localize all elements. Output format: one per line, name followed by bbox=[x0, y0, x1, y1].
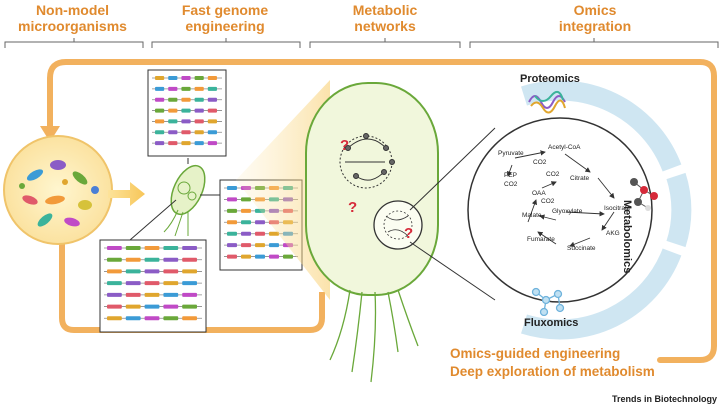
fluxomics-label: Fluxomics bbox=[524, 317, 579, 329]
genome-box-top bbox=[147, 69, 227, 157]
question-mark-1: ? bbox=[340, 137, 349, 154]
pathway-circle bbox=[467, 117, 653, 303]
journal-credit: Trends in Biotechnology bbox=[612, 394, 718, 404]
footer-line-deep-exploration: Deep exploration of metabolism bbox=[450, 364, 655, 379]
label-pyruvate: Pyruvate bbox=[498, 150, 524, 157]
yellow-arrow bbox=[108, 182, 145, 206]
genome-box-bottom bbox=[99, 239, 207, 333]
label-acetyl-coa: Acetyl-CoA bbox=[548, 144, 581, 151]
metabolite-molecule-icon bbox=[630, 178, 658, 211]
label-fumarate: Fumarate bbox=[527, 236, 555, 243]
zoom-line-top bbox=[409, 127, 496, 211]
network-zoom-circle bbox=[373, 200, 423, 250]
header-non-model-microorganisms: Non-model microorganisms bbox=[0, 2, 145, 34]
header-metabolic-networks: Metabolic networks bbox=[310, 2, 460, 34]
flux-network-icon bbox=[531, 287, 565, 316]
label-akg: AKG bbox=[606, 230, 620, 237]
label-malate: Malate bbox=[522, 212, 542, 219]
header-braces bbox=[4, 38, 719, 48]
label-co2-a: CO2 bbox=[533, 159, 547, 166]
microorganism-culture bbox=[3, 135, 113, 245]
label-pep: PEP bbox=[504, 172, 518, 179]
header-non-model-line1: Non-model bbox=[35, 2, 110, 18]
pathway-arrows bbox=[507, 150, 615, 247]
header-omics-line2: integration bbox=[558, 18, 632, 34]
label-oaa: OAA bbox=[532, 190, 546, 197]
large-cell: ? ? ? bbox=[305, 82, 439, 383]
header-metabolic-line2: networks bbox=[354, 18, 416, 34]
connector-left bbox=[129, 199, 177, 241]
orange-loop-arrowhead bbox=[40, 126, 60, 142]
label-glyoxylate: Glyoxylate bbox=[552, 208, 583, 215]
zoom-cone bbox=[236, 80, 330, 300]
brace-3 bbox=[309, 38, 461, 48]
question-mark-3: ? bbox=[404, 225, 413, 242]
label-succinate: Succinate bbox=[567, 245, 596, 252]
brace-2 bbox=[151, 38, 301, 48]
header-non-model-line2: microorganisms bbox=[18, 18, 127, 34]
header-metabolic-line1: Metabolic bbox=[352, 2, 418, 18]
footer-line-omics-guided: Omics-guided engineering bbox=[450, 346, 621, 361]
brace-4 bbox=[469, 38, 719, 48]
proteomics-label: Proteomics bbox=[520, 73, 580, 85]
header-genome-line1: Fast genome bbox=[181, 2, 269, 18]
header-genome-line2: engineering bbox=[185, 18, 265, 34]
network-top bbox=[339, 133, 395, 189]
small-cell bbox=[163, 164, 206, 237]
question-mark-2: ? bbox=[348, 199, 357, 216]
label-citrate: Citrate bbox=[570, 175, 590, 182]
header-omics-integration: Omics integration bbox=[470, 2, 720, 34]
brace-1 bbox=[4, 38, 144, 48]
header-omics-line1: Omics bbox=[573, 2, 617, 18]
omics-arcs bbox=[521, 80, 692, 340]
label-isocitrate: Isocitrate bbox=[604, 205, 631, 212]
label-co2-b: CO2 bbox=[546, 171, 560, 178]
protein-structure-icon bbox=[528, 90, 566, 114]
header-fast-genome-engineering: Fast genome engineering bbox=[150, 2, 300, 34]
label-co2-d: CO2 bbox=[541, 198, 555, 205]
zoom-line-bottom bbox=[409, 241, 496, 301]
label-co2-c: CO2 bbox=[504, 181, 518, 188]
orange-cycle-loop bbox=[47, 59, 717, 363]
